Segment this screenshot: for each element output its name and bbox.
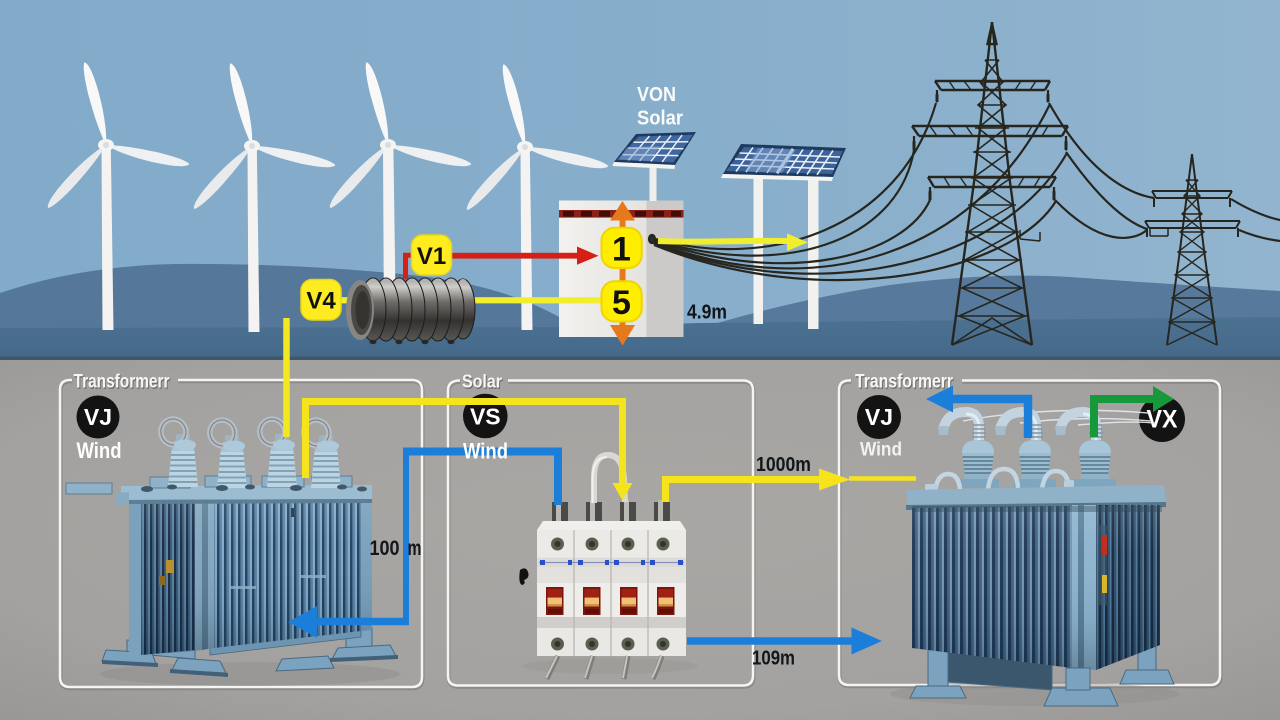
- svg-text:Transformerr: Transformerr: [856, 373, 954, 394]
- svg-text:VX: VX: [1147, 406, 1178, 434]
- svg-text:VON: VON: [637, 83, 676, 106]
- svg-text:Wind: Wind: [77, 438, 122, 463]
- svg-text:VJ: VJ: [84, 404, 112, 430]
- svg-text:Solar: Solar: [462, 371, 502, 392]
- svg-text:Transformerr: Transformerr: [75, 373, 171, 394]
- svg-text:Transformerr: Transformerr: [74, 372, 170, 393]
- svg-text:V1: V1: [417, 243, 446, 270]
- svg-text:Wind: Wind: [860, 439, 902, 461]
- svg-text:1: 1: [612, 231, 631, 269]
- svg-text:1000m: 1000m: [756, 454, 811, 476]
- svg-text:Solar: Solar: [463, 372, 503, 393]
- svg-text:V4: V4: [306, 288, 336, 315]
- svg-text:VS: VS: [470, 404, 501, 430]
- svg-text:100: 100: [370, 537, 400, 560]
- svg-text:4.9m: 4.9m: [687, 301, 727, 324]
- svg-text:m: m: [408, 537, 422, 560]
- svg-text:Wind: Wind: [463, 439, 508, 464]
- svg-text:VJ: VJ: [865, 404, 893, 430]
- svg-text:5: 5: [612, 284, 631, 322]
- svg-text:Transformerr: Transformerr: [855, 372, 953, 393]
- svg-text:109m: 109m: [752, 648, 795, 670]
- svg-text:Solar: Solar: [637, 107, 683, 130]
